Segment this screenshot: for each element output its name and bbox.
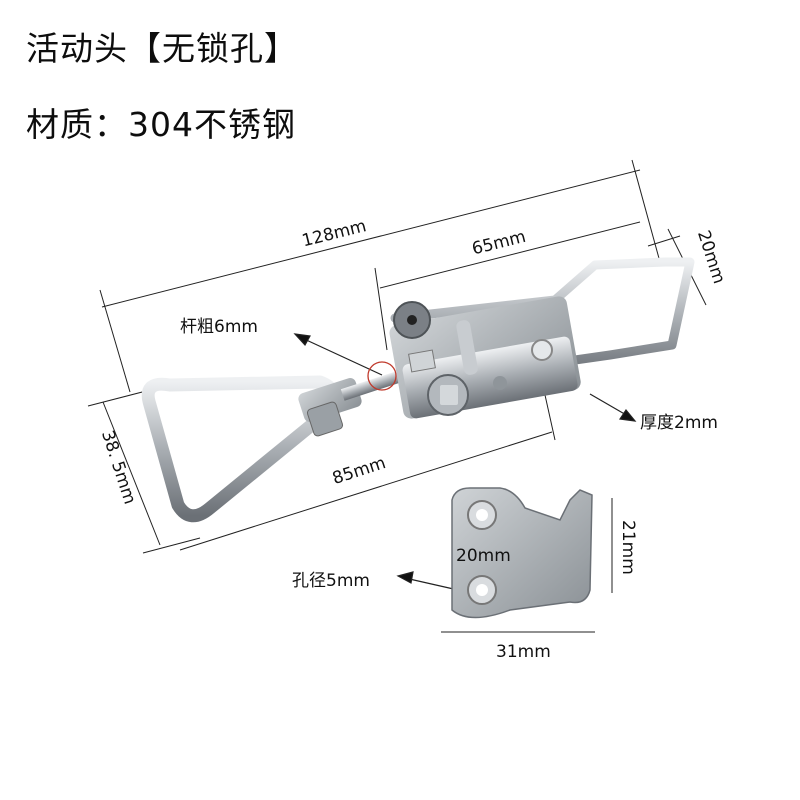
plate-width-label: 31mm	[496, 642, 551, 662]
material-label: 材质：304不锈钢	[26, 105, 296, 144]
rod-diameter-label: 杆粗6mm	[180, 317, 258, 337]
plate-height-label: 21mm	[618, 520, 638, 575]
strike-plate	[451, 487, 593, 619]
dimension-lines	[87, 159, 707, 633]
hole-spacing-label: 20mm	[456, 546, 511, 566]
triangle-handle	[141, 375, 362, 523]
thickness-label: 厚度2mm	[640, 413, 718, 433]
latch-body	[389, 257, 695, 419]
hole-diameter-label: 孔径5mm	[292, 571, 370, 591]
product-title: 活动头【无锁孔】	[26, 29, 298, 68]
